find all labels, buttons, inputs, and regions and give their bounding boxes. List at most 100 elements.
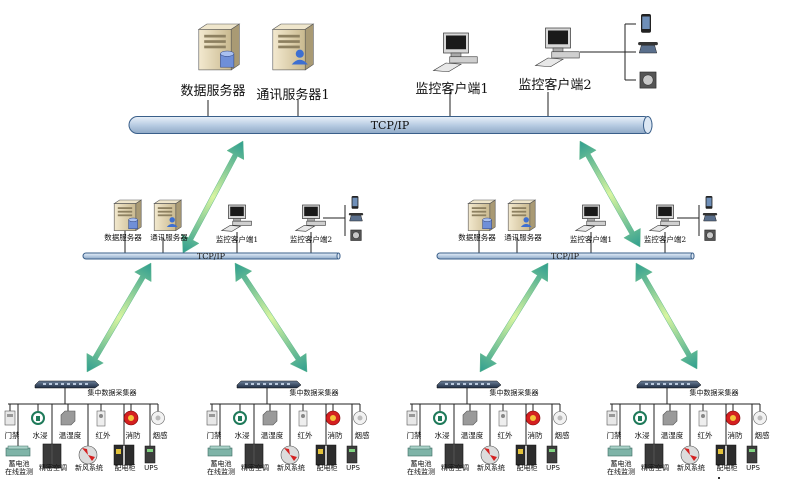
site-3-temp-humidity-icon <box>462 410 478 426</box>
collector-port <box>445 383 448 385</box>
dot-mark <box>718 477 720 479</box>
infrared-body <box>96 410 106 427</box>
left-comm-server-icon-bay <box>157 207 173 209</box>
site-3-precision-ac-icon <box>444 443 464 469</box>
comm-server-icon <box>271 23 315 71</box>
site-1-ups-icon <box>144 445 156 464</box>
site-2-device-label: 烟感 <box>355 430 370 440</box>
mobile-phone-icon <box>641 14 651 33</box>
water-leak-sensor <box>238 416 242 421</box>
infrared-body <box>498 410 508 427</box>
client-2-workstation-icon-base <box>551 51 580 59</box>
label-line: 在线监测 <box>5 467 33 476</box>
right-data-server-icon <box>467 199 497 232</box>
collector-port <box>287 383 290 385</box>
smoke-detector-vent <box>757 415 763 421</box>
site-1-device-label: 精密空调 <box>39 463 67 472</box>
right-tcpip-bus: TCP/IP <box>436 252 695 261</box>
user-badge-body-icon <box>166 223 178 227</box>
database-badge-top <box>128 217 138 222</box>
right-client-1-icon-base <box>586 220 606 226</box>
door-access-panel <box>4 410 16 426</box>
user-badge-body-icon <box>291 59 308 65</box>
collector-port <box>651 383 654 385</box>
link-arrow <box>86 262 152 373</box>
right-client-2-icon-base <box>660 220 680 226</box>
site-2-precision-ac-icon <box>244 443 264 469</box>
power-cabinet-right <box>326 444 337 466</box>
site-2-smoke-detector-icon <box>353 411 367 425</box>
left-desk-phone-icon-body <box>349 215 363 222</box>
collector-port <box>281 383 284 385</box>
site-4-power-cabinet-icon <box>715 444 737 466</box>
right-client-1-icon-stand <box>587 218 595 222</box>
site-4-device-label: 新风系统 <box>677 463 705 472</box>
power-cabinet-right <box>124 444 135 466</box>
site-1-device-label: 消防 <box>126 430 141 440</box>
ups-display <box>749 449 755 452</box>
left-comm-server-icon-front <box>153 203 177 231</box>
power-cabinet-left <box>715 444 726 466</box>
top-tcpip-bus-label: TCP/IP <box>371 119 410 132</box>
site-1-device-label: 烟感 <box>153 430 168 440</box>
left-client-2-label: 监控客户端2 <box>290 234 332 244</box>
site-4-precision-ac-icon <box>644 443 664 469</box>
site-2-battery-icon <box>207 445 233 457</box>
collector-port <box>49 383 52 385</box>
client-1-workstation-icon <box>432 32 478 73</box>
door-access-panel <box>406 410 418 426</box>
fire-alarm-center <box>730 415 736 421</box>
site-2-collector-label: 集中数据采集器 <box>290 388 339 397</box>
top-client-1-label: 监控客户端1 <box>415 81 488 97</box>
keyboard-icon <box>534 57 564 68</box>
site-2-power-cabinet-icon <box>315 444 337 466</box>
right-speaker-icon <box>704 229 716 241</box>
left-client-1-label: 监控客户端1 <box>216 234 258 244</box>
right-comm-server-icon-bay <box>511 214 527 217</box>
power-cabinet-left <box>315 444 326 466</box>
site-2-water-leak-icon <box>233 411 247 425</box>
site-3-device-label: 烟感 <box>555 430 570 440</box>
site-3-collector-icon <box>436 380 502 389</box>
client-2-workstation-icon-screen <box>548 30 568 45</box>
site-3-power-cabinet-icon <box>515 444 537 466</box>
door-access-panel <box>606 410 618 426</box>
top-comm-server-label: 通讯服务器1 <box>256 87 329 103</box>
site-4-device-label: 门禁 <box>607 431 622 440</box>
ups-body <box>546 445 558 464</box>
site-2-device-label: 门禁 <box>207 431 222 440</box>
keyboard-icon <box>574 225 596 232</box>
collector-port <box>669 383 672 385</box>
right-client-2-icon-stand <box>661 218 669 222</box>
site-1-precision-ac-icon <box>42 443 62 469</box>
user-badge-head-icon <box>295 49 304 58</box>
ups-display <box>147 449 153 452</box>
site-2-device-label: 精密空调 <box>241 463 269 472</box>
client-1-workstation-icon-stand <box>450 52 462 57</box>
smoke-detector-vent <box>155 415 161 421</box>
collector-port <box>61 383 64 385</box>
label-line: 在线监测 <box>407 467 435 476</box>
database-badge-top <box>220 50 235 57</box>
fan-blades <box>684 448 697 461</box>
data-server-icon-bay <box>204 34 226 38</box>
collector-port <box>675 383 678 385</box>
site-2-collector-icon <box>236 380 302 389</box>
power-cabinet-left <box>113 444 124 466</box>
right-comm-server-icon-bay <box>511 207 527 209</box>
label-line: 蓄电池 <box>411 459 432 468</box>
site-4-device-label: 精密空调 <box>641 463 669 472</box>
link-arrow <box>579 140 641 248</box>
user-badge-head-icon <box>523 217 529 223</box>
right-data-server-icon-bay <box>471 207 487 209</box>
site-3-ups-icon <box>546 445 558 464</box>
speaker-icon <box>639 71 657 89</box>
water-leak-sensor <box>438 416 442 421</box>
site-3-fan-icon <box>480 445 500 465</box>
collector-port <box>257 383 260 385</box>
left-client-2-icon <box>294 204 326 232</box>
site-2-temp-humidity-icon <box>262 410 278 426</box>
site-2-device-label: 消防 <box>328 430 343 440</box>
site-2-door-access-icon <box>206 410 218 426</box>
